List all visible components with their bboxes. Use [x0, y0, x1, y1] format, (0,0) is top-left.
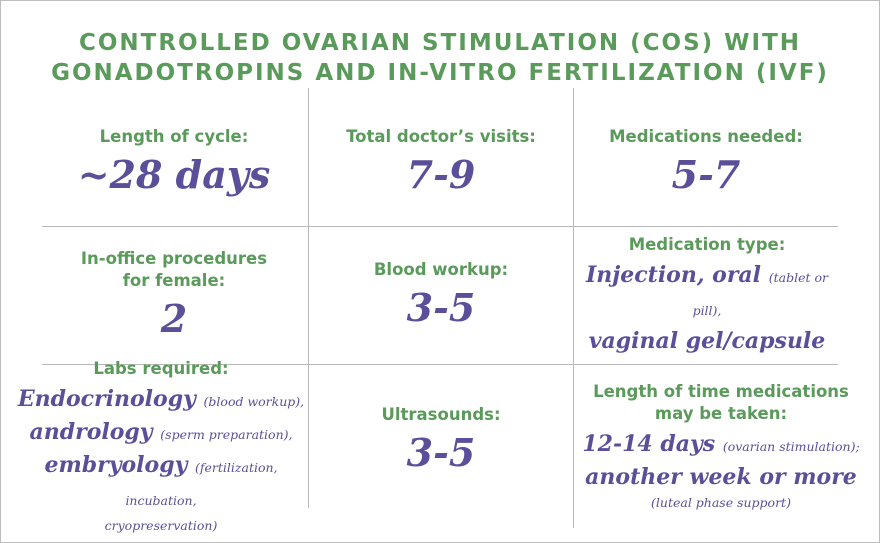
ultrasounds-label: Ultrasounds:: [381, 405, 501, 424]
cell-ultrasounds: Ultrasounds: 3-5: [309, 380, 573, 500]
medication-type-line-2: vaginal gel/capsule: [588, 328, 826, 354]
grid-divider-horizontal-1: [42, 226, 838, 227]
title-line-2: GONADOTROPINS AND IN-VITRO FERTILIZATION…: [51, 60, 829, 86]
medication-duration-line-2: another week or more: [585, 463, 857, 490]
cell-medication-type: Medication type: Injection, oral (tablet…: [574, 235, 840, 354]
medication-duration-line-3: (luteal phase support): [651, 494, 791, 510]
in-office-procedures-value: 2: [160, 296, 188, 341]
labs-required-line-1-note: (blood workup),: [203, 394, 305, 409]
labs-required-line-3-main: embryology: [44, 452, 188, 478]
cycle-length-label: Length of cycle:: [99, 127, 249, 146]
medications-needed-label: Medications needed:: [609, 127, 803, 146]
labs-required-line-2-note: (sperm preparation),: [160, 427, 293, 442]
cell-cycle-length: Length of cycle: ~28 days: [40, 112, 308, 212]
title-line-1: CONTROLLED OVARIAN STIMULATION (COS) WIT…: [78, 30, 802, 56]
cell-medications-needed: Medications needed: 5-7: [574, 112, 838, 212]
labs-required-line-1-main: Endocrinology: [17, 386, 196, 412]
cell-labs-required: Labs required: Endocrinology (blood work…: [14, 359, 308, 533]
cell-medication-duration: Length of time medications may be taken:…: [574, 372, 868, 522]
labs-required-line-1: Endocrinology (blood workup),: [18, 384, 304, 417]
medication-duration-line-1-note: (ovarian stimulation);: [722, 438, 860, 454]
medication-duration-label-line-2: may be taken:: [654, 403, 788, 423]
grid-divider-vertical-2: [573, 88, 574, 528]
medication-type-label: Medication type:: [628, 235, 786, 254]
medication-type-line-1-note: (tablet or pill),: [692, 270, 828, 318]
ultrasounds-value: 3-5: [406, 430, 476, 475]
labs-required-line-4: cryopreservation): [104, 518, 218, 533]
infographic-title: CONTROLLED OVARIAN STIMULATION (COS) WIT…: [0, 28, 880, 88]
cell-blood-workup: Blood workup: 3-5: [309, 240, 573, 350]
cycle-length-value: ~28 days: [77, 152, 271, 197]
blood-workup-value: 3-5: [406, 285, 476, 330]
labs-required-line-2-main: andrology: [29, 419, 153, 445]
cell-doctor-visits: Total doctor’s visits: 7-9: [309, 112, 573, 212]
medications-needed-value: 5-7: [671, 152, 741, 197]
grid-divider-horizontal-2: [42, 364, 838, 365]
grid-divider-vertical-1: [308, 88, 309, 508]
in-office-procedures-label-line-1: In-office procedures: [80, 249, 268, 268]
doctor-visits-value: 7-9: [406, 152, 476, 197]
medication-duration-label-line-1: Length of time medications: [593, 381, 849, 401]
medication-duration-line-1: 12-14 days (ovarian stimulation);: [582, 429, 859, 462]
in-office-procedures-label-line-2: for female:: [122, 271, 226, 290]
labs-required-line-3-note: (fertilization, incubation,: [125, 460, 278, 508]
doctor-visits-label: Total doctor’s visits:: [346, 127, 536, 146]
labs-required-line-3: embryology (fertilization, incubation,: [14, 450, 308, 516]
medication-type-line-1-main: Injection, oral: [586, 262, 762, 288]
labs-required-label: Labs required:: [93, 359, 229, 378]
cell-in-office-procedures: In-office procedures for female: 2: [40, 240, 308, 350]
blood-workup-label: Blood workup:: [373, 260, 509, 279]
medication-type-line-1: Injection, oral (tablet or pill),: [574, 260, 840, 326]
medication-duration-line-1-main: 12-14 days: [582, 430, 716, 457]
labs-required-line-2: andrology (sperm preparation),: [30, 417, 293, 450]
